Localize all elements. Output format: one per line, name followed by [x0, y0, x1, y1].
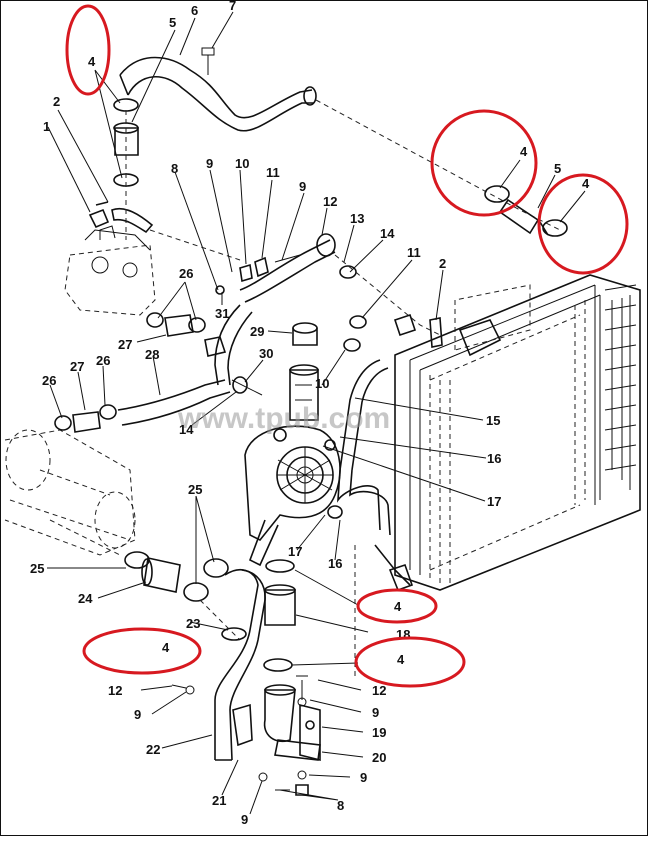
callout: 4	[88, 54, 96, 69]
callout: 17	[288, 544, 302, 559]
thermostat-clamps-left	[88, 98, 241, 261]
callout: 15	[486, 413, 500, 428]
lower-hose-assembly	[49, 519, 241, 641]
radiator-inlet-clamps	[484, 185, 568, 237]
bypass-hose	[215, 233, 441, 336]
callout: 9	[372, 705, 379, 720]
callout: 4	[162, 640, 170, 655]
callout: 31	[215, 306, 229, 321]
callout: 27	[118, 337, 132, 352]
callout: 2	[439, 256, 446, 271]
thermostat-housing	[289, 322, 319, 421]
fan-housing	[4, 429, 136, 556]
callout: 16	[328, 556, 342, 571]
callout: 22	[146, 742, 160, 757]
engine-block	[64, 225, 156, 316]
callout: 20	[372, 750, 386, 765]
hose-clamps-upper-left	[146, 312, 227, 357]
callout: 11	[407, 245, 421, 260]
callout: 30	[259, 346, 273, 361]
callout: 14	[380, 226, 395, 241]
callout: 8	[171, 161, 178, 176]
callout-labels: 1 2 4 4 5 6 7 8 9 10 11 9 12 13 14 11 2 …	[30, 0, 590, 827]
mounting-bracket	[171, 675, 321, 796]
callout: 25	[188, 482, 202, 497]
callout: 14	[179, 422, 194, 437]
lower-radiator-fitting	[354, 544, 414, 680]
callout: 28	[145, 347, 159, 362]
callout: 1	[43, 119, 50, 134]
callout: 11	[266, 165, 280, 180]
radiator	[394, 274, 641, 591]
callout: 27	[70, 359, 84, 374]
callout: 26	[42, 373, 56, 388]
callout: 9	[299, 179, 306, 194]
callout: 5	[169, 15, 176, 30]
callout: 4	[394, 599, 402, 614]
callout: 25	[30, 561, 44, 576]
callout: 4	[582, 176, 590, 191]
callout: 16	[487, 451, 501, 466]
callout: 26	[96, 353, 110, 368]
hose-clamps-lower-left	[54, 404, 117, 433]
callout: 21	[212, 793, 226, 808]
bypass-tube	[117, 304, 263, 426]
callout: 24	[78, 591, 93, 606]
water-pump	[244, 425, 341, 567]
callout: 9	[206, 156, 213, 171]
callout: 19	[372, 725, 386, 740]
watermark: www.tpub.com	[177, 402, 390, 435]
leader-lines	[47, 11, 586, 815]
callout: 10	[315, 376, 329, 391]
callout: 5	[554, 161, 561, 176]
callout: 9	[134, 707, 141, 722]
callout: 4	[520, 144, 528, 159]
callout: 4	[397, 652, 405, 667]
elbow-hose	[214, 569, 266, 761]
highlight-markers	[65, 4, 629, 688]
pump-clamps	[343, 315, 367, 352]
callout: 23	[186, 616, 200, 631]
callout: 13	[350, 211, 364, 226]
callout: 2	[53, 94, 60, 109]
callout: 9	[241, 812, 248, 827]
callout: 9	[360, 770, 367, 785]
callout: 12	[372, 683, 386, 698]
callout: 26	[179, 266, 193, 281]
callout: 17	[487, 494, 501, 509]
callout: 7	[229, 0, 236, 13]
callout: 10	[235, 156, 249, 171]
callout: 12	[323, 194, 337, 209]
callout: 8	[337, 798, 344, 813]
bypass-tubes-right	[327, 313, 443, 536]
callout: 29	[250, 324, 264, 339]
lower-pump-hose	[263, 559, 296, 742]
callout: 12	[108, 683, 122, 698]
callout: 6	[191, 3, 198, 18]
upper-hose	[119, 47, 317, 132]
